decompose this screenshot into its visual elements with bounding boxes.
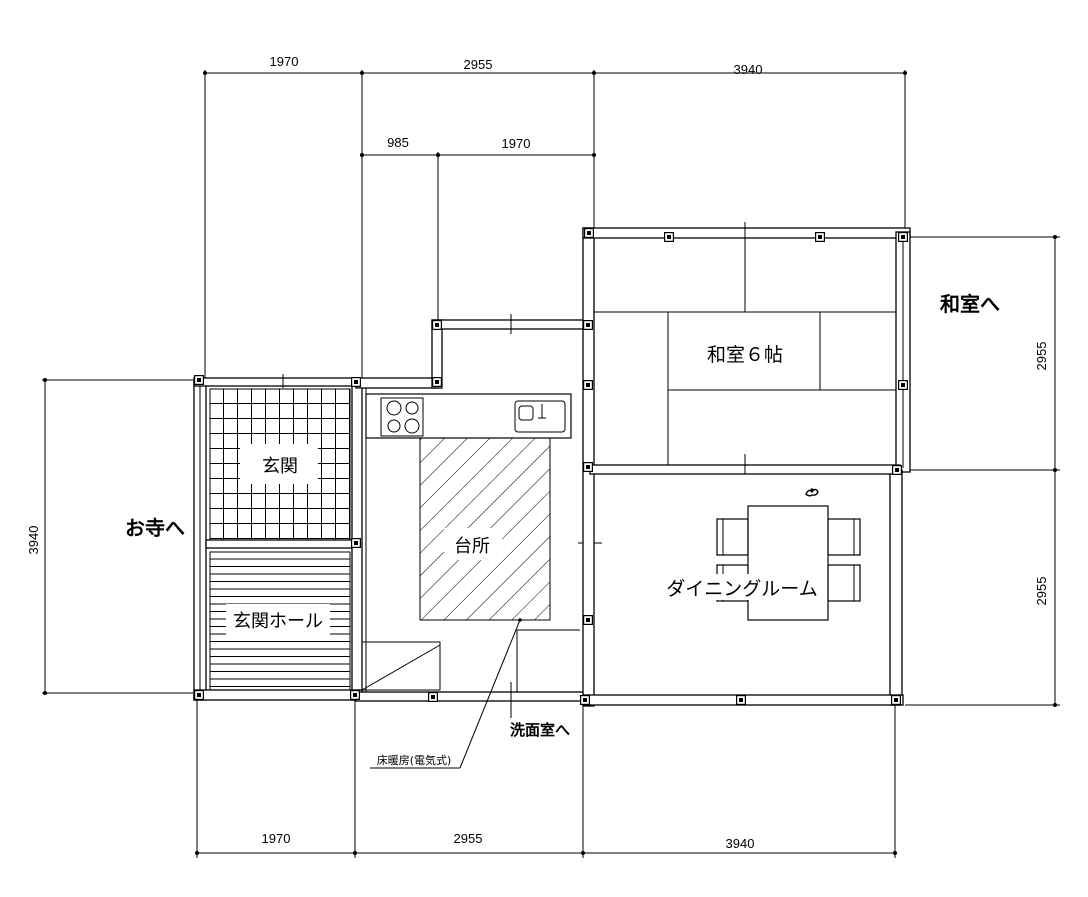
room-label-genkan: 玄関 bbox=[262, 456, 298, 477]
room-label-washitsu: 和室６帖 bbox=[707, 344, 783, 366]
dimension-label: 1970 bbox=[502, 136, 531, 151]
post bbox=[433, 321, 442, 330]
direction-to-temple: お寺へ bbox=[125, 516, 185, 540]
dimension-label: 985 bbox=[387, 135, 409, 150]
chair bbox=[827, 518, 861, 556]
dimension-lines: 1970 2955 3940 985 1970 2955 2955 bbox=[26, 54, 1060, 858]
post bbox=[584, 321, 593, 330]
direction-to-washitsu: 和室へ bbox=[940, 292, 1000, 316]
post bbox=[352, 378, 361, 387]
post bbox=[585, 229, 594, 238]
dimension-top: 1970 2955 3940 bbox=[203, 54, 907, 380]
post bbox=[352, 539, 361, 548]
dimension-label: 3940 bbox=[734, 62, 763, 77]
stove-icon bbox=[380, 397, 424, 437]
entrance-block: 玄関 玄関ホール bbox=[193, 374, 363, 701]
step-edge bbox=[205, 539, 353, 549]
post bbox=[892, 696, 901, 705]
dimension-label: 3940 bbox=[26, 526, 41, 555]
wall-right-dining bbox=[889, 469, 903, 706]
post bbox=[816, 233, 825, 242]
post bbox=[584, 381, 593, 390]
floor-heating-leader-line bbox=[459, 619, 521, 769]
chair bbox=[827, 564, 861, 602]
wall-notch-top bbox=[431, 319, 589, 330]
post bbox=[899, 381, 908, 390]
wall-top-kitchen bbox=[355, 377, 439, 389]
room-label-kitchen: 台所 bbox=[454, 536, 490, 557]
dimension-label: 1970 bbox=[262, 831, 291, 846]
dimension-label: 3940 bbox=[726, 836, 755, 851]
wall-top-washitsu bbox=[582, 227, 911, 239]
post bbox=[584, 463, 593, 472]
note-floor-heating: 床暖房(電気式) bbox=[377, 753, 452, 767]
post bbox=[429, 693, 438, 702]
annotations: 和室へ お寺へ 洗面室へ 床暖房(電気式) bbox=[125, 292, 1000, 769]
post bbox=[581, 696, 590, 705]
post bbox=[899, 233, 908, 242]
dimension-left: 3940 bbox=[26, 378, 193, 695]
post bbox=[351, 691, 360, 700]
chair bbox=[716, 518, 749, 556]
dimension-bottom: 1970 2955 3940 bbox=[195, 700, 897, 858]
wall-top-entrance bbox=[193, 377, 357, 387]
post bbox=[195, 691, 204, 700]
room-label-dining: ダイニングルーム bbox=[666, 578, 817, 600]
tatami-layout bbox=[594, 222, 896, 474]
washroom-doorway bbox=[516, 629, 580, 692]
dimension-label: 1970 bbox=[270, 54, 299, 69]
sink-icon bbox=[514, 400, 566, 433]
dining-table bbox=[747, 505, 829, 621]
dimension-label: 2955 bbox=[454, 831, 483, 846]
dimension-right: 2955 2955 bbox=[900, 235, 1060, 707]
post bbox=[665, 233, 674, 242]
room-label-genkan-hall: 玄関ホール bbox=[233, 611, 323, 632]
dining-set bbox=[716, 505, 861, 621]
direction-to-washroom: 洗面室へ bbox=[510, 721, 570, 739]
dimension-label: 2955 bbox=[1034, 342, 1049, 371]
dimension-top-inner: 985 1970 bbox=[360, 135, 596, 320]
wall-bottom-kitchen bbox=[355, 691, 585, 702]
kitchen-block: 台所 bbox=[355, 314, 602, 702]
dimension-label: 2955 bbox=[464, 57, 493, 72]
post bbox=[195, 376, 204, 385]
wall-bottom-entrance bbox=[193, 689, 363, 701]
post bbox=[433, 378, 442, 387]
living-block: 和室６帖 ダイニングルーム bbox=[582, 222, 911, 707]
post bbox=[893, 466, 902, 475]
plant-icon bbox=[805, 488, 819, 497]
storage-unit bbox=[361, 641, 441, 691]
dimension-label: 2955 bbox=[1034, 577, 1049, 606]
post bbox=[584, 616, 593, 625]
post bbox=[737, 696, 746, 705]
